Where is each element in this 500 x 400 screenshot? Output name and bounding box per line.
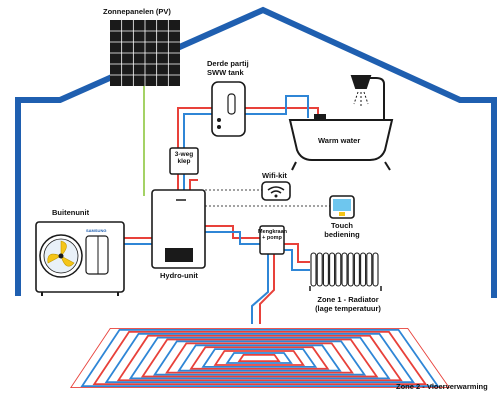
fan-icon (39, 234, 83, 278)
valve-label-line2: klep (177, 158, 191, 166)
solar-panel-icon (110, 20, 180, 86)
zone2-label: Zone 2 - Vloerverwarming (396, 382, 488, 391)
zone1-label-line2: (lage temperatuur) (315, 303, 381, 313)
zone1-label-line1: Zone 1 - Radiator (317, 295, 379, 304)
tank-label: Derde partij SWW tank (207, 59, 249, 77)
touch-label-line2: bediening (324, 229, 360, 239)
floor-heating-icon (70, 328, 450, 388)
hydro-label: Hydro-unit (160, 271, 198, 280)
house-outline (15, 6, 497, 298)
mixing-label-line2: + pomp (262, 235, 282, 242)
three-way-valve-icon (169, 147, 199, 175)
wifi-icon (261, 181, 291, 201)
valve-label: 3-weg klep (170, 151, 198, 166)
radiator-icon (309, 252, 382, 291)
shower-icon (350, 75, 385, 120)
floor-hot-loops (70, 328, 450, 388)
thermostat-icon (329, 195, 355, 219)
mixing-label-line1: Mengkraan (258, 229, 288, 235)
zone1-label: Zone 1 - Radiator (lage temperatuur) (298, 295, 398, 313)
hydro-unit-icon (151, 189, 206, 269)
warm-water-label: Warm water (318, 136, 361, 145)
mixing-valve-icon (259, 225, 285, 255)
bathtub-icon (288, 114, 394, 171)
control-lines (205, 189, 330, 207)
pv-label: Zonnepanelen (PV) (103, 7, 171, 16)
valve-label-line1: 3-weg (174, 151, 194, 158)
tank-label-line2: SWW tank (207, 67, 244, 77)
tank-label-line1: Derde partij (207, 59, 249, 68)
mixing-label: Mengkraan + pomp (258, 229, 288, 242)
brand-label: SAMSUNG (86, 228, 106, 233)
touch-label-line1: Touch (331, 221, 353, 230)
touch-label: Touch bediening (322, 221, 362, 239)
floor-cold-loops (80, 328, 440, 388)
wifi-label: Wifi-kit (262, 171, 287, 180)
water-tank-icon (211, 81, 246, 137)
outdoor-label: Buitenunit (52, 208, 90, 217)
